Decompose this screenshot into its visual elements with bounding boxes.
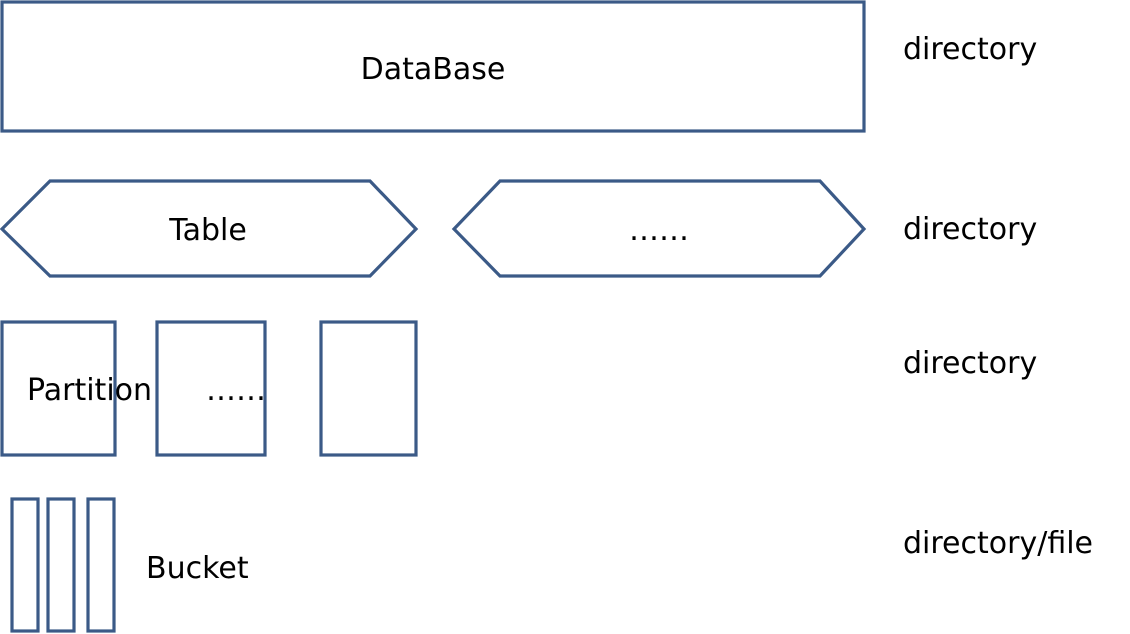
partition-more-label: …… [206,373,266,408]
bucket-level-label: directory/file [903,526,1093,561]
database-box [0,0,866,133]
table-level-label: directory [903,212,1037,247]
bucket-box-2 [46,497,76,633]
partition-level-label: directory [903,346,1037,381]
database-label: DataBase [361,52,506,87]
partition-level: Partition …… directory [0,320,1037,457]
bucket-level: Bucket directory/file [10,497,1093,633]
partition-box-2 [155,320,267,457]
partition-box-3 [319,320,418,457]
database-level-label: directory [903,32,1037,67]
table-hexagon [0,179,419,278]
partition-label: Partition [27,373,152,408]
table-level: Table …… directory [0,179,1037,278]
bucket-box-3 [86,497,116,633]
bucket-label: Bucket [146,551,249,586]
table-label: Table [168,213,247,248]
table-more-label: …… [629,213,689,248]
table-more-hexagon [451,179,867,278]
partition-box-1 [0,320,117,457]
bucket-box-1 [10,497,40,633]
database-level: DataBase directory [0,0,1037,133]
